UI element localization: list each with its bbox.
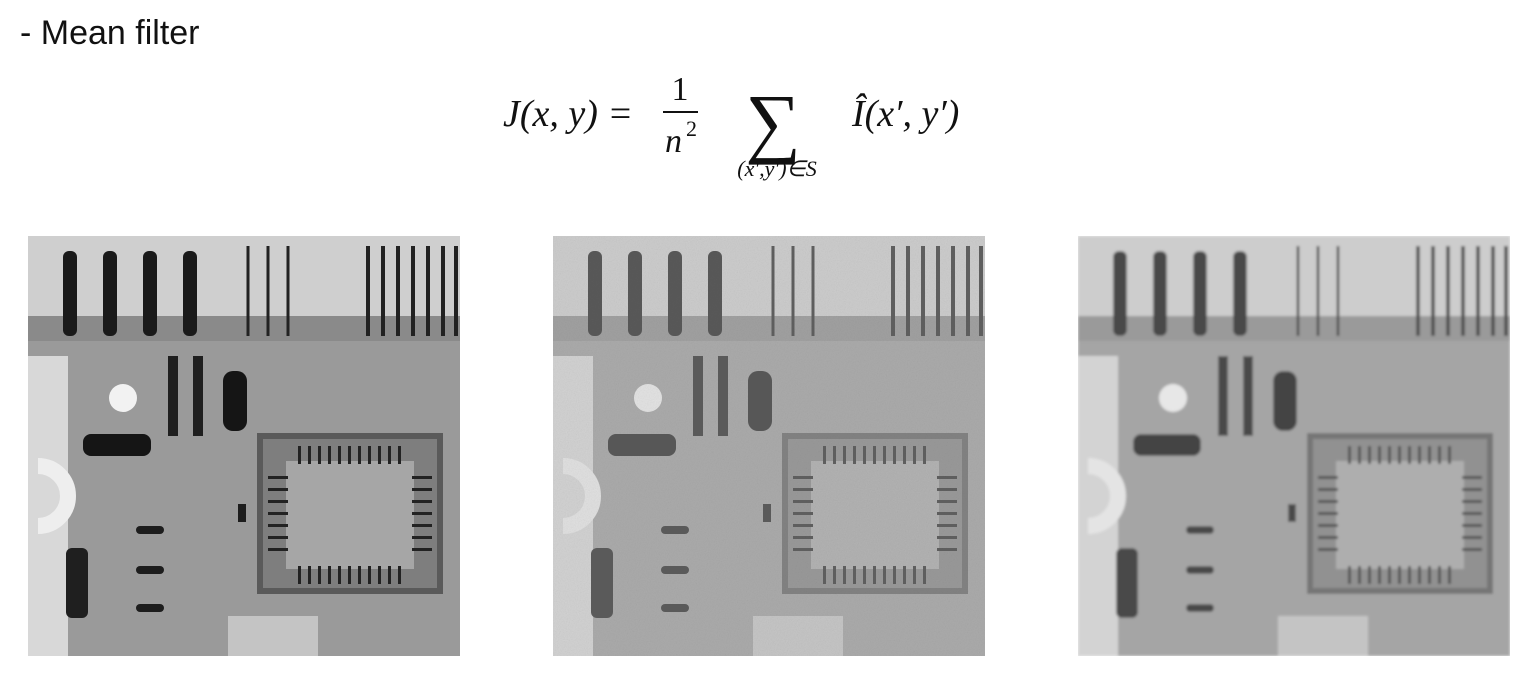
formula-subscript: (x′,y′)∈S (737, 156, 816, 181)
original-xray-image (28, 236, 460, 656)
formula-denominator: n (665, 123, 682, 160)
formula-denominator-power: 2 (686, 116, 697, 141)
formula-numerator: 1 (672, 71, 689, 108)
formula-term: Î(x′, y′) (851, 93, 959, 135)
circuit-board-original (28, 236, 460, 656)
mean-filter-formula: J(x, y) = 1 n 2 ∑ (x′,y′)∈S Î(x′, y′) (503, 71, 959, 181)
circuit-board-mean-filtered (1078, 236, 1510, 656)
noisy-xray-image (553, 236, 985, 656)
slide-heading: - Mean filter (20, 14, 200, 52)
mean-filtered-xray-image (1078, 236, 1510, 656)
formula-sum-operator: ∑ (745, 78, 801, 165)
formula-lhs: J(x, y) = (503, 93, 633, 135)
circuit-board-noisy (553, 236, 985, 656)
